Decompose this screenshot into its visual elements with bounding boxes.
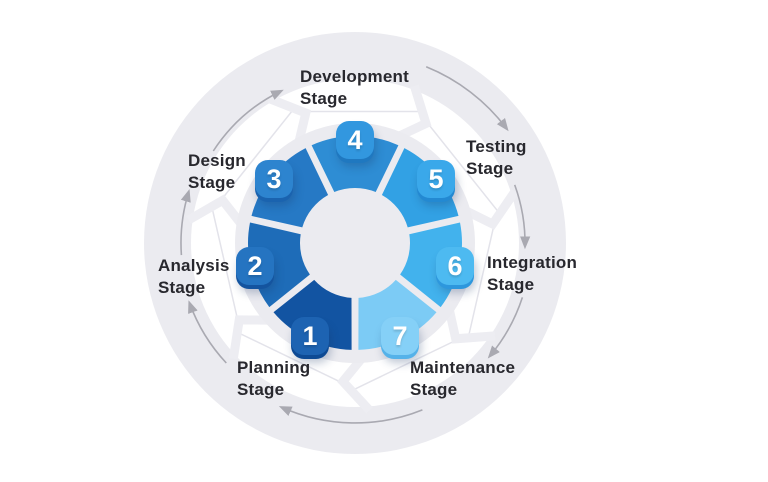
- stage-label-line2: Stage: [158, 278, 206, 297]
- stage-label-development: Development Stage: [300, 66, 409, 110]
- stage-badge-5: 5: [417, 160, 455, 198]
- stage-number: 3: [266, 164, 282, 194]
- stage-label-design: Design Stage: [188, 150, 246, 194]
- stage-number: 2: [247, 251, 263, 281]
- stage-label-line1: Integration: [487, 253, 578, 272]
- stage-badge-2: 2: [236, 247, 274, 285]
- stage-label-analysis: Analysis Stage: [158, 255, 230, 299]
- stage-label-line2: Stage: [237, 380, 285, 399]
- stage-label-line1: Development: [300, 67, 409, 86]
- stage-number: 5: [428, 164, 444, 194]
- stage-badge-6: 6: [436, 247, 474, 285]
- stage-label-planning: Planning Stage: [237, 357, 310, 401]
- stage-label-line2: Stage: [487, 275, 535, 294]
- stage-number: 1: [302, 321, 318, 351]
- stage-number: 4: [347, 125, 363, 155]
- stage-label-maintenance: Maintenance Stage: [410, 357, 515, 401]
- stage-label-line2: Stage: [300, 89, 348, 108]
- stage-badge-1: 1: [291, 317, 329, 355]
- stage-label-line1: Planning: [237, 358, 311, 377]
- stage-number: 6: [447, 251, 463, 281]
- stage-number: 7: [392, 321, 408, 351]
- stage-label-line2: Stage: [410, 380, 458, 399]
- stage-badge-4: 4: [336, 121, 374, 159]
- stage-label-line1: Testing: [466, 137, 527, 156]
- stage-badge-7: 7: [381, 317, 419, 355]
- stage-badge-3: 3: [255, 160, 293, 198]
- stage-label-line1: Maintenance: [410, 358, 516, 377]
- stage-label-line2: Stage: [466, 159, 514, 178]
- stage-label-line2: Stage: [188, 173, 236, 192]
- stage-label-line1: Analysis: [158, 256, 230, 275]
- stage-label-testing: Testing Stage: [466, 136, 527, 180]
- stage-label-line1: Design: [188, 151, 246, 170]
- stage-label-integration: Integration Stage: [487, 252, 577, 296]
